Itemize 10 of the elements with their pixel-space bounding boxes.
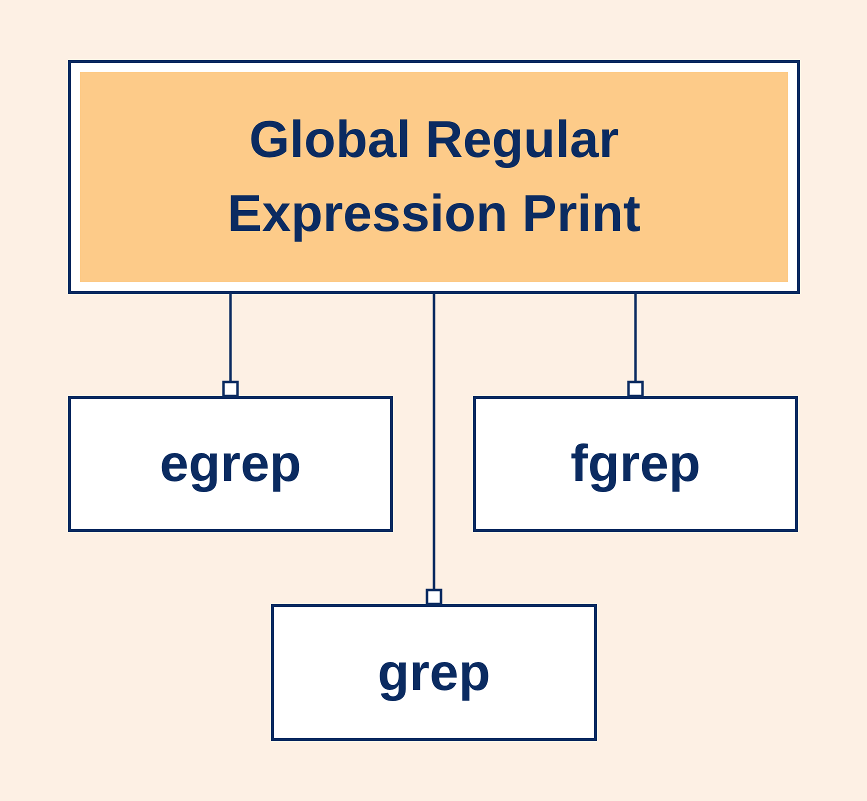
connector-line <box>627 294 644 398</box>
process-box <box>473 396 798 532</box>
connector-line <box>426 294 442 606</box>
node-label: fgrep <box>570 434 700 494</box>
connector-line <box>222 294 239 398</box>
process-box <box>271 604 597 741</box>
node-label: grep <box>378 642 490 702</box>
process-box <box>68 396 393 532</box>
node-label: egrep <box>160 434 302 494</box>
node-title: Global Regular Expression Print <box>226 110 642 245</box>
